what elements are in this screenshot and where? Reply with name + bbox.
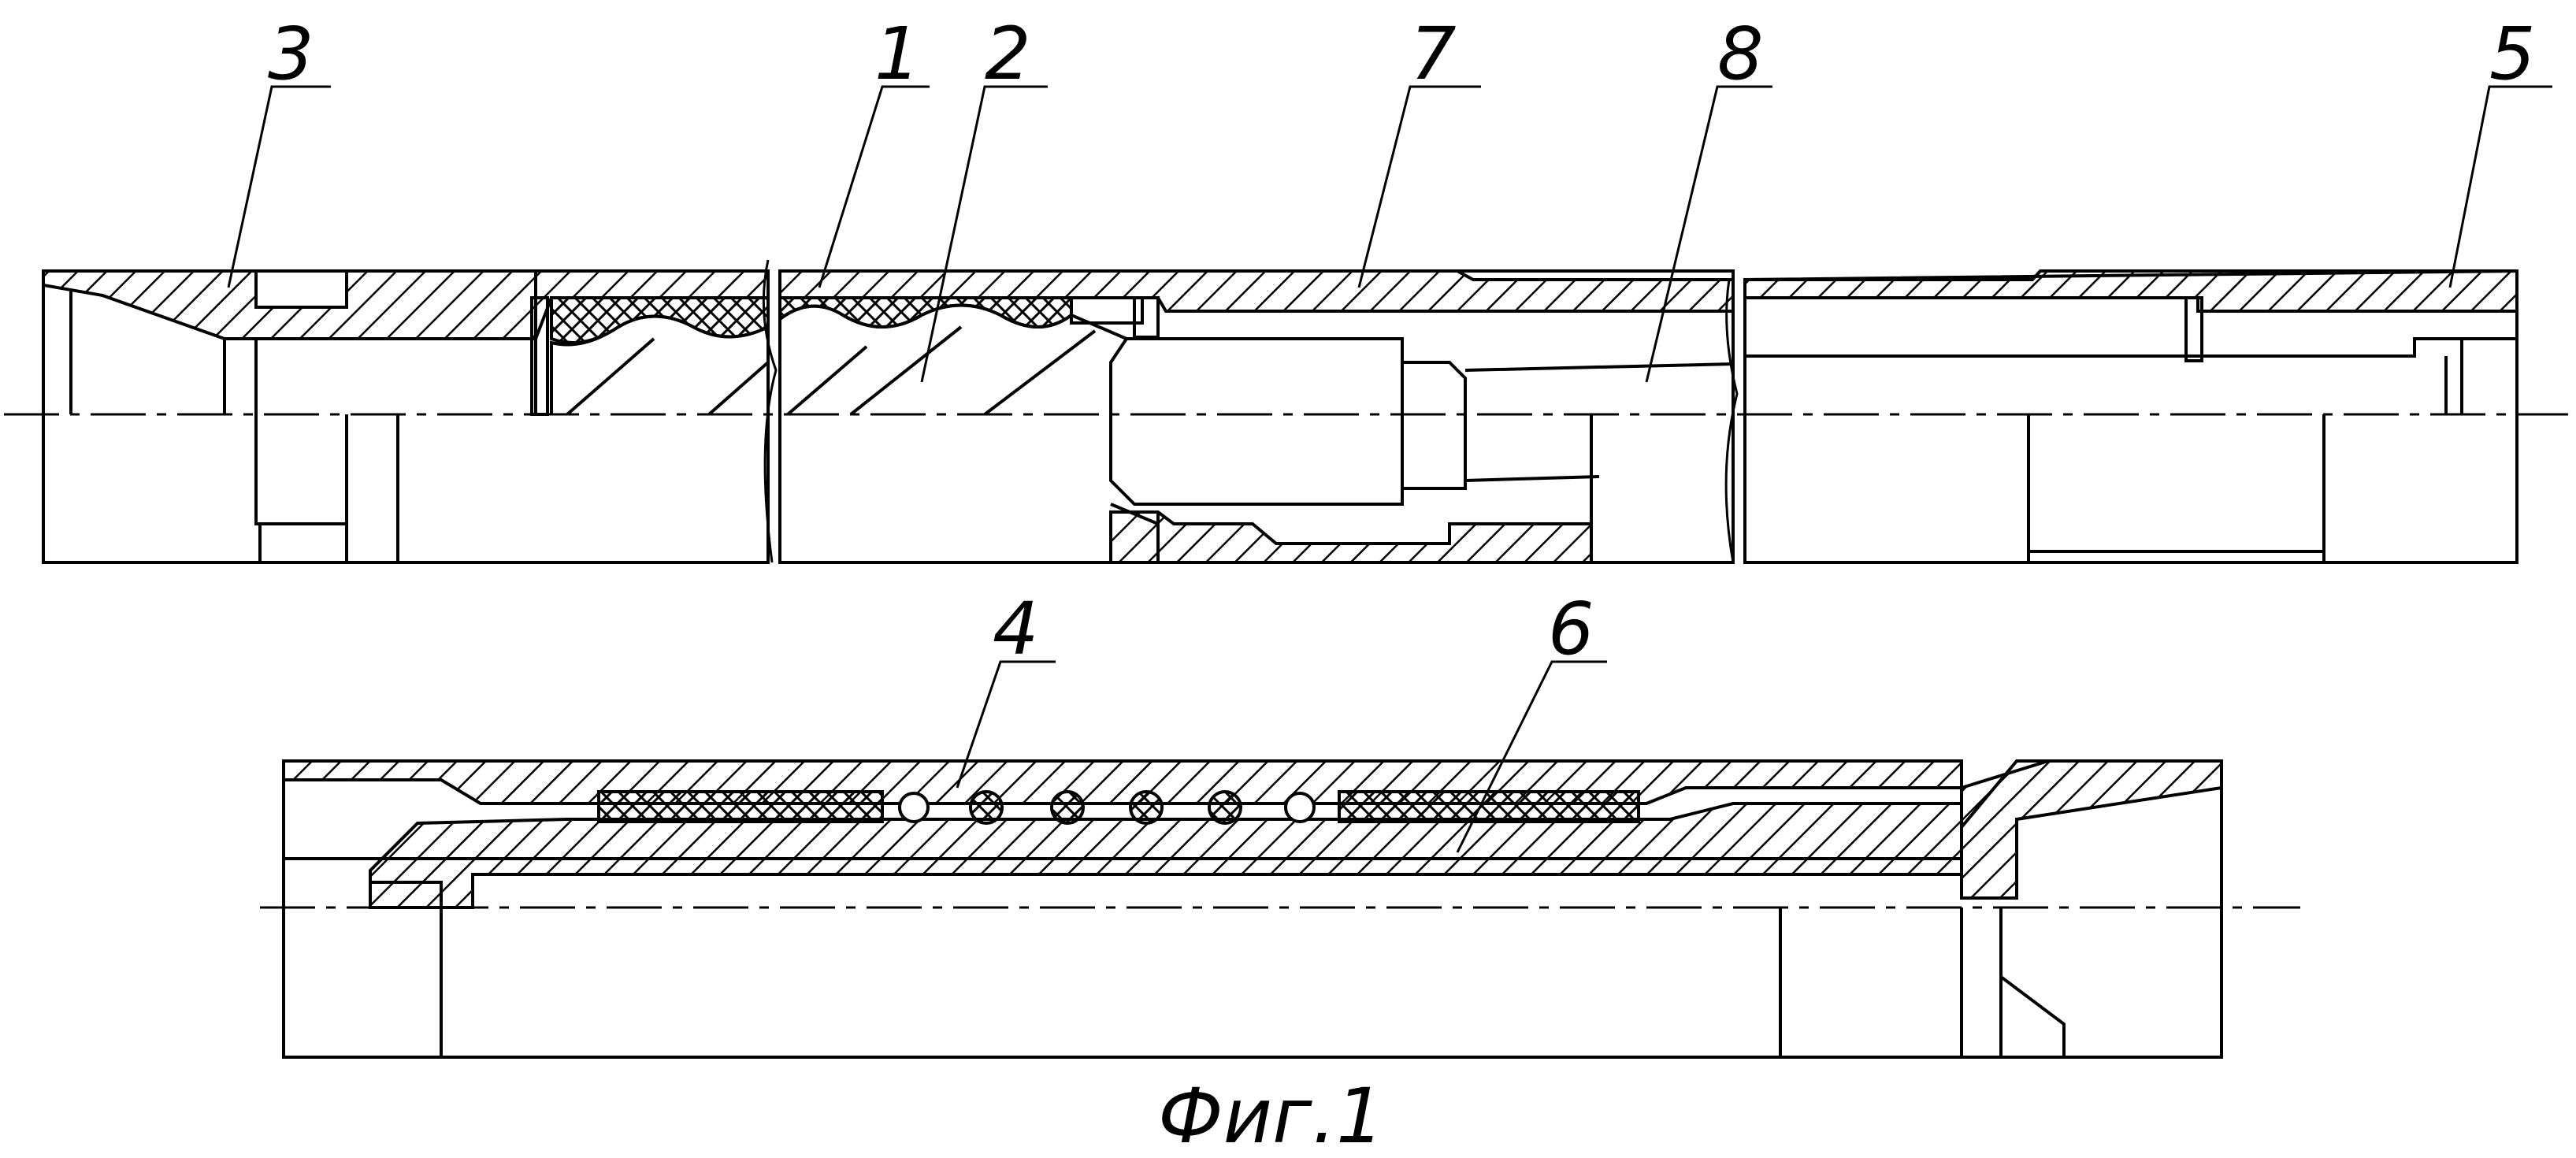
callout-5: 5 — [2489, 12, 2536, 96]
upper-section-right — [1743, 269, 2518, 564]
upper-section-left — [42, 259, 778, 564]
bearing-balls — [898, 790, 1316, 825]
callout-4: 4 — [993, 587, 1039, 671]
figure-caption: Фиг.1 — [1158, 1072, 1384, 1158]
callout-3: 3 — [268, 12, 314, 96]
upper-assembly — [4, 259, 2568, 564]
callout-1: 1 — [874, 12, 921, 96]
callout-8: 8 — [1717, 12, 1764, 96]
callout-2: 2 — [985, 12, 1031, 96]
callout-6: 6 — [1548, 587, 1594, 671]
lower-assembly — [260, 759, 2300, 1059]
upper-section-middle — [778, 269, 1739, 564]
callout-7: 7 — [1410, 12, 1457, 96]
leader-lines — [227, 85, 2552, 853]
